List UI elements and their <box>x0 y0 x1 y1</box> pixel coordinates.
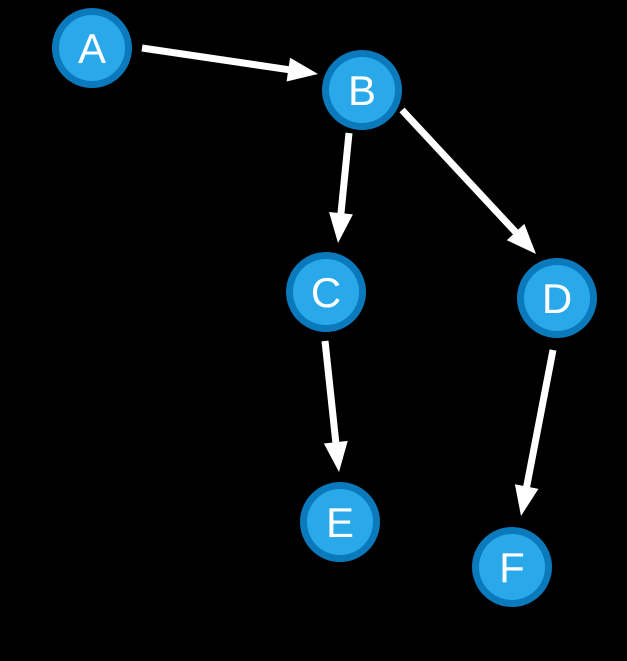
edge-arrowhead-D-F <box>514 484 539 516</box>
graph-edge-D-F <box>514 349 557 516</box>
graph-node-F[interactable]: F <box>472 527 552 607</box>
edge-arrowhead-B-D <box>506 223 536 254</box>
graph-node-C[interactable]: C <box>286 252 366 332</box>
graph-node-A[interactable]: A <box>52 8 132 88</box>
edge-line-D-F <box>522 349 557 491</box>
node-fill-A <box>59 15 125 81</box>
node-fill-E <box>307 489 373 555</box>
node-label-F: F <box>499 544 525 591</box>
edge-arrowhead-C-E <box>323 440 348 472</box>
node-label-C: C <box>311 269 341 316</box>
edge-arrowhead-A-B <box>286 57 318 82</box>
graph-edge-C-E <box>321 340 348 472</box>
graph-edge-B-D <box>399 107 536 254</box>
graph-node-E[interactable]: E <box>300 482 380 562</box>
edge-line-A-B <box>141 44 292 74</box>
edge-line-B-D <box>399 107 521 237</box>
node-fill-D <box>524 265 590 331</box>
node-label-D: D <box>542 275 572 322</box>
edge-arrowhead-B-C <box>329 211 353 243</box>
node-fill-B <box>329 57 395 123</box>
node-label-B: B <box>348 67 376 114</box>
graph-node-B[interactable]: B <box>322 50 402 130</box>
edge-line-C-E <box>321 340 340 446</box>
graph-edge-B-C <box>329 132 353 243</box>
node-label-A: A <box>78 25 106 72</box>
node-label-E: E <box>326 499 354 546</box>
node-fill-C <box>293 259 359 325</box>
edge-line-B-C <box>337 132 353 217</box>
graph-edge-A-B <box>141 44 318 82</box>
node-fill-F <box>479 534 545 600</box>
graph-node-D[interactable]: D <box>517 258 597 338</box>
